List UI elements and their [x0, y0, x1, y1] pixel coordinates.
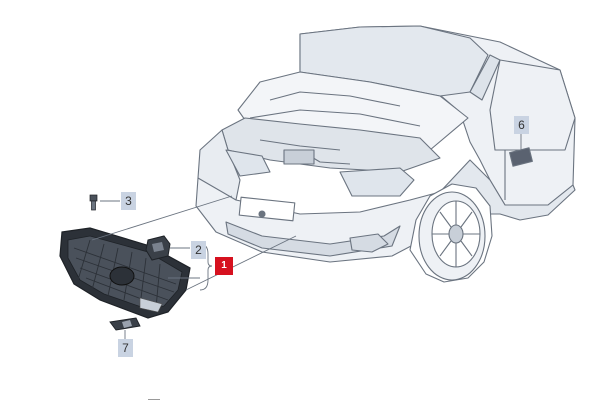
clip-part	[89, 194, 98, 211]
callout-7[interactable]: 7	[118, 339, 133, 357]
tow-hook-cover	[145, 235, 171, 261]
emblem-bracket	[109, 317, 141, 331]
vehicle-illustration	[195, 25, 576, 283]
leader-lines	[91, 134, 522, 340]
callout-3[interactable]: 3	[121, 192, 136, 210]
callout-6[interactable]: 6	[514, 116, 529, 134]
callout-2[interactable]: 2	[191, 241, 206, 259]
divider-mark	[148, 399, 160, 400]
grille-assembly	[59, 227, 191, 319]
callout-1[interactable]: 1	[215, 257, 233, 275]
